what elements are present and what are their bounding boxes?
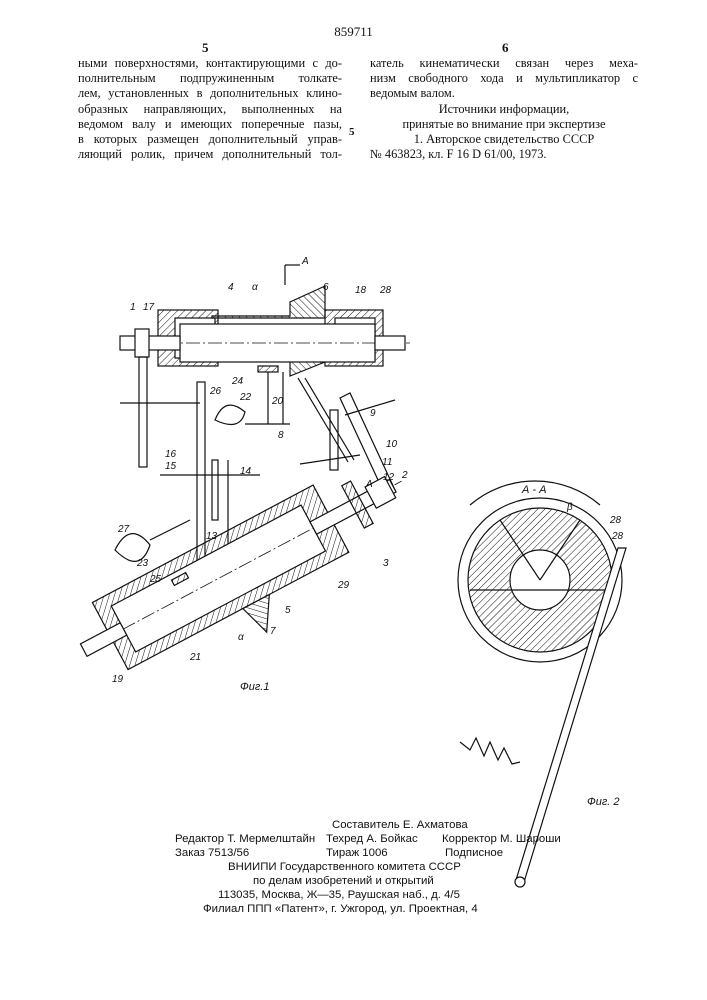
editor: Редактор Т. Мермелштайн: [175, 832, 315, 846]
corrector: Корректор М. Шароши: [442, 832, 561, 846]
label: 17: [143, 302, 155, 313]
circulation: Тираж 1006: [326, 846, 388, 860]
label: 11: [382, 457, 392, 468]
label: 25: [149, 574, 162, 585]
label: 22: [239, 392, 252, 403]
label: 16: [165, 449, 177, 460]
label: 29: [337, 580, 350, 591]
section-mark: А: [365, 479, 373, 490]
branch: Филиал ППП «Патент», г. Ужгород, ул. Про…: [203, 902, 478, 916]
label: 28: [609, 515, 622, 526]
figure-caption: Фиг.1: [240, 681, 269, 693]
address: 113035, Москва, Ж—35, Раушская наб., д. …: [218, 888, 460, 902]
section-title: А - А: [521, 484, 546, 496]
order: Заказ 7513/56: [175, 846, 249, 860]
label: 28: [611, 531, 624, 542]
label: 28: [379, 285, 392, 296]
angle-label: α: [252, 282, 258, 293]
angle-label: α: [238, 632, 244, 643]
figure-2: [458, 481, 626, 887]
label: 13: [206, 531, 218, 542]
label: 20: [271, 396, 284, 407]
section-mark: А: [301, 256, 309, 267]
label: 3: [383, 558, 389, 569]
label: 6: [323, 282, 329, 293]
figure-caption: Фиг. 2: [587, 796, 620, 808]
label: 23: [136, 558, 149, 569]
label: 10: [386, 439, 398, 450]
techred: Техред А. Бойкас: [326, 832, 418, 846]
label: 15: [165, 461, 177, 472]
label: 2: [401, 470, 408, 481]
label: 4: [228, 282, 234, 293]
label: 14: [240, 466, 252, 477]
angle-label: β: [566, 502, 573, 513]
label: 12: [383, 472, 395, 483]
org-line-2: по делам изобретений и открытий: [253, 874, 434, 888]
subscription: Подписное: [445, 846, 503, 860]
compiler: Составитель Е. Ахматова: [332, 818, 468, 832]
label: 5: [285, 605, 291, 616]
label: 18: [355, 285, 367, 296]
label: 1: [130, 302, 136, 313]
figure-1: [66, 265, 435, 712]
label: 8: [278, 430, 284, 441]
label: 24: [231, 376, 244, 387]
org-line-1: ВНИИПИ Государственного комитета СССР: [228, 860, 461, 874]
label: 19: [112, 674, 124, 685]
label: 9: [370, 408, 376, 419]
label: 27: [117, 524, 130, 535]
label: 7: [270, 626, 276, 637]
label: 26: [209, 386, 222, 397]
label: 21: [189, 652, 201, 663]
